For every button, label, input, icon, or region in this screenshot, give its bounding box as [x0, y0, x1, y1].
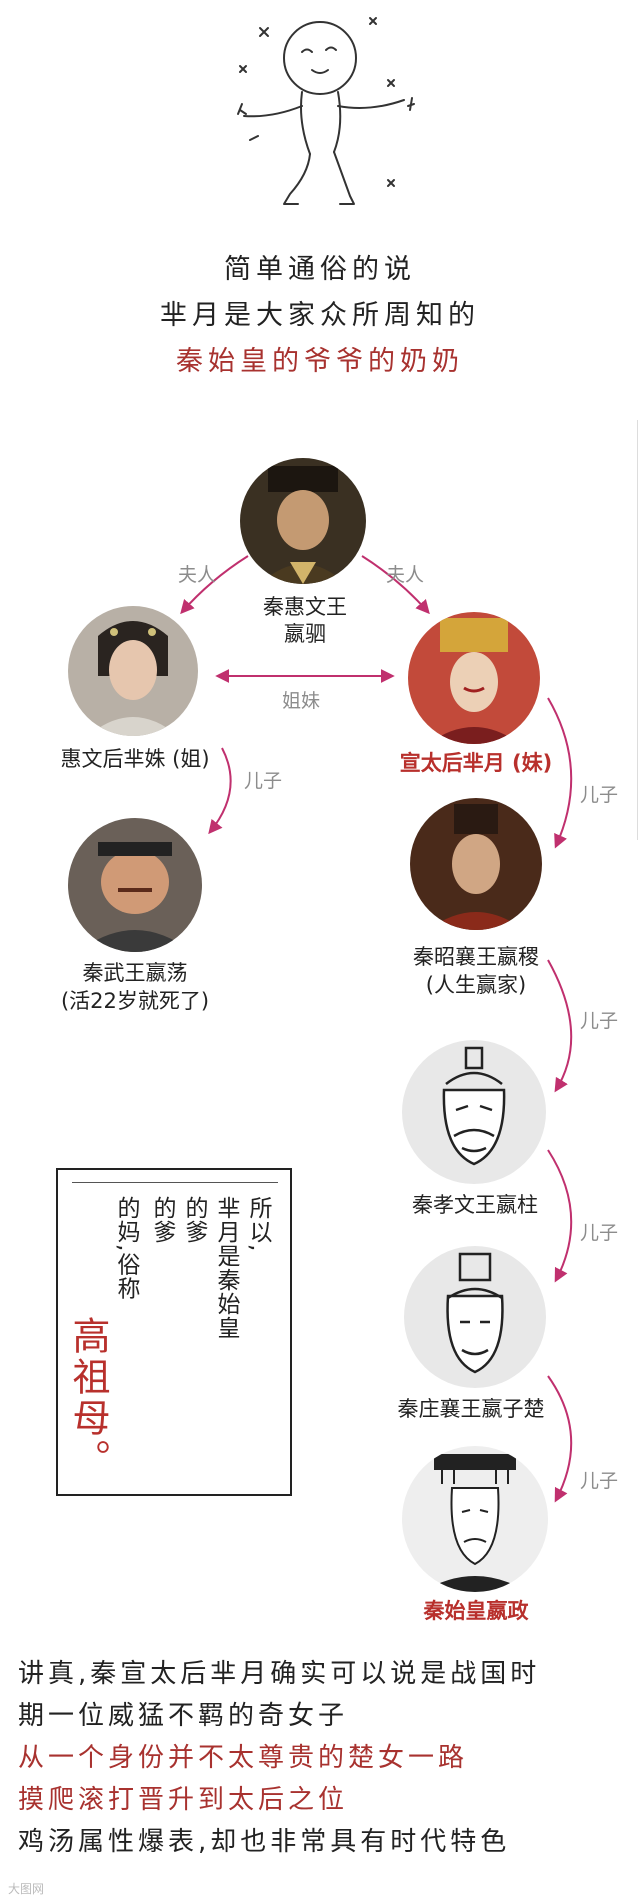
- name-shi-huang: 秦始皇嬴政: [386, 1598, 566, 1625]
- outro-line-3: 从一个身份并不太尊贵的楚女一路: [18, 1738, 468, 1778]
- watermark: 大图网: [8, 1880, 44, 1897]
- name-king-line-2: 嬴驷: [230, 621, 380, 648]
- label-son-right-3: 儿子: [580, 1218, 618, 1245]
- note-col-2: 芈月是秦始皇: [214, 1196, 238, 1340]
- label-son-left: 儿子: [244, 766, 282, 793]
- name-mi-yue: 宣太后芈月 (妹): [376, 750, 576, 777]
- portrait-king-huiwen: [240, 458, 366, 584]
- arrow-son-right-4: [548, 1376, 571, 1500]
- portrait-zhao-xiang: [410, 798, 542, 930]
- name-mi-shu: 惠文后芈姝 (姐): [40, 746, 230, 773]
- label-son-right-4: 儿子: [580, 1466, 618, 1493]
- name-king-line-1: 秦惠文王: [230, 594, 380, 621]
- name-zhao-xiang-line-1: 秦昭襄王嬴稷: [386, 944, 566, 971]
- label-son-right-1: 儿子: [580, 780, 618, 807]
- outro-line-2: 期一位威猛不羁的奇女子: [18, 1696, 348, 1736]
- label-wife-right: 夫人: [386, 560, 424, 587]
- label-son-right-2: 儿子: [580, 1006, 618, 1033]
- portrait-mi-yue: [408, 612, 540, 744]
- note-col-3: 的爹: [182, 1196, 206, 1244]
- name-wu-wang-line-1: 秦武王嬴荡: [40, 960, 230, 987]
- name-zhuang-xiang: 秦庄襄王嬴子楚: [366, 1396, 576, 1423]
- portrait-wu-wang: [68, 818, 202, 952]
- note-col-5: 的妈,俗称: [114, 1196, 138, 1300]
- note-col-4: 的爹: [150, 1196, 174, 1244]
- outro-line-1: 讲真,秦宣太后芈月确实可以说是战国时: [18, 1654, 540, 1694]
- name-wu-wang-line-2: (活22岁就死了): [30, 988, 240, 1015]
- label-wife-left: 夫人: [178, 560, 216, 587]
- note-highlight: 高祖母。: [68, 1316, 108, 1480]
- portrait-zhuang-xiang: [404, 1246, 546, 1388]
- portrait-shi-huang: [402, 1446, 548, 1592]
- great-grandmother-note-box: 所以, 芈月是秦始皇 的爹 的爹 的妈,俗称 高祖母。: [56, 1168, 292, 1496]
- note-col-1: 所以,: [246, 1196, 270, 1252]
- outro-line-5: 鸡汤属性爆表,却也非常具有时代特色: [18, 1822, 510, 1862]
- portrait-xiao-wen: [402, 1040, 546, 1184]
- label-sisters: 姐妹: [282, 686, 320, 713]
- outro-line-4: 摸爬滚打晋升到太后之位: [18, 1780, 348, 1820]
- portrait-mi-shu: [68, 606, 198, 736]
- note-top-rule: [72, 1182, 278, 1183]
- name-xiao-wen: 秦孝文王嬴柱: [380, 1192, 570, 1219]
- name-zhao-xiang-line-2: (人生赢家): [386, 972, 566, 999]
